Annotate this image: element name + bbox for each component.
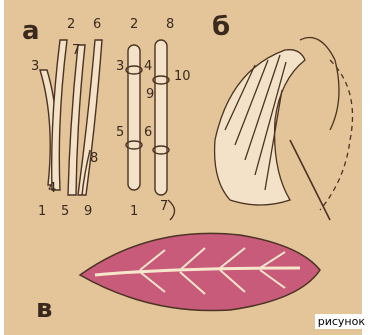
a-left-num-6: 6 bbox=[93, 18, 101, 31]
a-left-num-9: 9 bbox=[84, 205, 92, 218]
a-left-num-4: 4 bbox=[48, 182, 56, 195]
a-right-num-1: 1 bbox=[130, 205, 138, 218]
a-right-num-3: 3 bbox=[116, 60, 124, 73]
a-right-num-9: 9 bbox=[146, 88, 154, 101]
a-right-num-8: 8 bbox=[166, 18, 174, 31]
panel-b-satin-fill bbox=[215, 38, 353, 221]
a-right-num-5: 5 bbox=[116, 126, 124, 139]
a-left-num-5: 5 bbox=[61, 205, 69, 218]
a-left-num-7: 7 bbox=[72, 44, 80, 57]
panel-label-b: б bbox=[212, 14, 230, 40]
a-right-num-7: 7 bbox=[160, 200, 168, 213]
a-left-num-3: 3 bbox=[31, 60, 39, 73]
a-right-num-4: 4 bbox=[144, 60, 152, 73]
a-left-num-1: 1 bbox=[38, 205, 46, 218]
a-left-num-2: 2 bbox=[67, 18, 75, 31]
figure-caption: рисунок bbox=[315, 314, 368, 329]
panel-label-a: а bbox=[22, 18, 40, 44]
a-right-num-6: 6 bbox=[144, 126, 152, 139]
a-right-num-10: 10 bbox=[174, 70, 191, 83]
a-right-num-2: 2 bbox=[130, 18, 138, 31]
panel-a-left-stitches bbox=[40, 40, 102, 195]
panel-v-leaf bbox=[80, 233, 320, 310]
panel-label-v: в bbox=[36, 296, 52, 322]
a-left-num-8: 8 bbox=[90, 152, 98, 165]
